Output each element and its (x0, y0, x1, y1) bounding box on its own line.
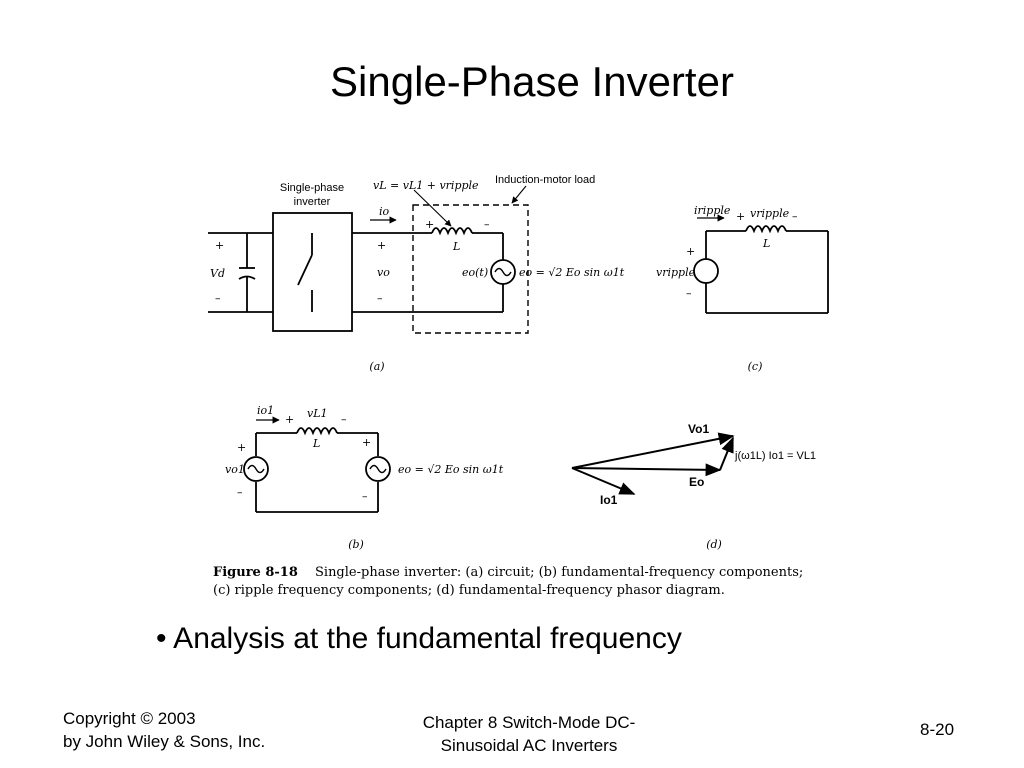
load-label: Induction-motor load (495, 174, 595, 186)
inverter-block (272, 212, 353, 332)
eo-t-label: eo(t) (462, 266, 488, 279)
inductor-L-c: L (762, 237, 770, 250)
minus-b3: – (362, 490, 368, 503)
eo-equation-b: eo = √2 Eo sin ω1t (398, 463, 504, 476)
footer-chapter-line2: Sinusoidal AC Inverters (440, 736, 618, 755)
eo-equation-a: eo = √2 Eo sin ω1t (519, 266, 625, 279)
footer-chapter: Chapter 8 Switch-Mode DC- Sinusoidal AC … (388, 711, 670, 757)
ac-source-vo1 (243, 456, 269, 482)
phasor-io1 (571, 467, 636, 495)
plus-b3: + (362, 436, 371, 449)
panel-c-labels: iripple + vripple – L + – vripple (c) (656, 204, 798, 373)
ac-source-eo-b (365, 456, 391, 482)
phasor-vl1 (719, 436, 734, 471)
panel-b-circuit (243, 427, 391, 513)
vo-label: vo (377, 266, 390, 279)
panel-c-label: (c) (748, 360, 763, 373)
footer-chapter-line1: Chapter 8 Switch-Mode DC- (422, 713, 636, 732)
inductor-b (296, 427, 338, 436)
induction-motor-load-box (412, 204, 529, 334)
panel-d-labels: Vo1 Eo Io1 j(ω1L) Io1 = VL1 (d) (600, 422, 816, 551)
panel-b-labels: io1 + vL1 – L + – vo1 + – eo = √2 Eo sin… (225, 404, 504, 551)
minus-b1: – (341, 413, 347, 426)
panel-d-label: (d) (706, 538, 722, 551)
footer-page-number: 8-20 (920, 720, 955, 739)
inverter-label-1: Single-phase (280, 182, 344, 194)
caption-line-1: Single-phase inverter: (a) circuit; (b) … (315, 565, 803, 580)
plus-a2: + (377, 239, 386, 252)
inductor-L-a: L (452, 240, 460, 253)
panel-c-circuit (693, 225, 829, 314)
plus-a1: + (215, 239, 224, 252)
figure-caption: Figure 8-18 Single-phase inverter: (a) c… (213, 565, 803, 598)
eo-phasor-label: Eo (689, 475, 704, 489)
vl-equation: vL = vL1 + vripple (373, 179, 479, 192)
minus-a1: – (215, 292, 221, 305)
footer-copyright-line2: by John Wiley & Sons, Inc. (63, 732, 266, 751)
caption-line-2: (c) ripple frequency components; (d) fun… (213, 583, 725, 598)
plus-c1: + (736, 210, 745, 223)
footer-copyright-line1: Copyright © 2003 (63, 709, 196, 728)
plus-a3: + (425, 218, 434, 231)
inductor-a (431, 227, 473, 236)
minus-c2: – (686, 287, 692, 300)
inverter-label-2: inverter (294, 196, 331, 208)
panel-b-label: (b) (348, 538, 364, 551)
phasor-eo (571, 463, 722, 477)
io-label: io (379, 205, 390, 218)
io1-phasor-label: Io1 (600, 493, 618, 507)
minus-b2: – (237, 486, 243, 499)
vo1-phasor-label: Vo1 (688, 422, 709, 436)
plus-b2: + (237, 441, 246, 454)
jwl-label: j(ω1L) Io1 = VL1 (734, 450, 816, 462)
ripple-source (693, 258, 719, 284)
caption-figure-number: Figure 8-18 (213, 565, 298, 580)
minus-a2: – (377, 292, 383, 305)
plus-c2: + (686, 245, 695, 258)
inductor-L-b: L (312, 437, 320, 450)
vripple-label: vripple (750, 207, 790, 220)
minus-a3: – (484, 218, 490, 231)
minus-c1: – (792, 210, 798, 223)
vl1-label: vL1 (307, 407, 328, 420)
panel-d-phasors (571, 432, 735, 495)
panel-a-circuit (208, 204, 529, 334)
vo1-label: vo1 (225, 463, 245, 476)
vripple-src-label: vripple (656, 266, 696, 279)
panel-a-label: (a) (369, 360, 384, 373)
ac-source-eo (490, 259, 516, 285)
inductor-c (745, 225, 787, 234)
footer-copyright: Copyright © 2003 by John Wiley & Sons, I… (63, 707, 265, 753)
plus-b1: + (285, 413, 294, 426)
bullet-point: • Analysis at the fundamental frequency (156, 622, 682, 655)
vd-label: Vd (210, 267, 225, 280)
io1-label: io1 (257, 404, 274, 417)
slide-title: Single-Phase Inverter (330, 58, 734, 105)
phasor-vo1 (571, 432, 735, 469)
iripple-label: iripple (694, 204, 731, 217)
panel-a-labels: Single-phase inverter Induction-motor lo… (210, 174, 625, 373)
